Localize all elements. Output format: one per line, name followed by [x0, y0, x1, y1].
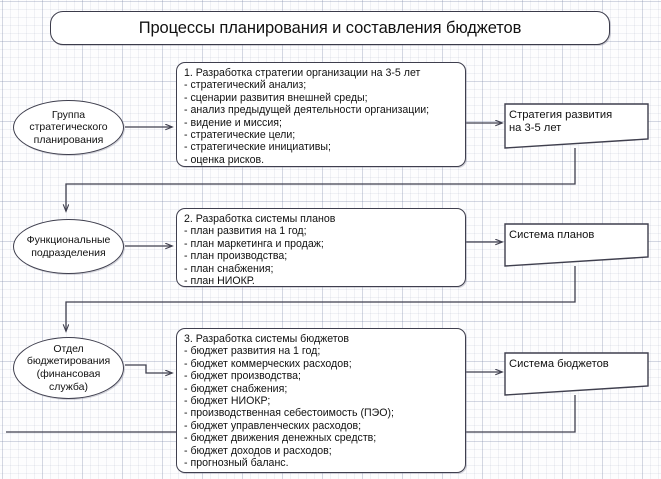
actor-functional-units[interactable]: Функциональные подразделения [13, 219, 124, 274]
process-line: - бюджет снабжения; [184, 382, 288, 395]
process-line: - прогнозный баланс. [184, 457, 289, 470]
process-line: - оценка рисков. [184, 153, 265, 166]
actor-label-line: Группа [51, 108, 86, 121]
output-doc-budgets-system[interactable]: Система бюджетов [504, 352, 649, 396]
process-line: 2. Разработка системы планов [184, 213, 336, 225]
process-line: - план развития на 1 год; [184, 225, 307, 238]
process-line: - план производства; [184, 250, 288, 263]
output-doc-line: Система планов [509, 229, 595, 241]
actor-label: Функциональные подразделения [21, 234, 117, 259]
output-doc-line: на 3-5 лет [509, 122, 562, 134]
process-line: 3. Разработка системы бюджетов [184, 333, 350, 345]
actor-label-line: планирования [33, 133, 104, 146]
process-line: - бюджет доходов и расходов; [184, 444, 332, 457]
actor-budgeting-department[interactable]: Отдел бюджетирования (финансовая служба) [13, 337, 124, 399]
actor-label-line: Функциональные [26, 233, 111, 246]
arrow-actor3-to-process3 [125, 364, 172, 373]
doc-shape [504, 103, 649, 149]
process-line: - бюджет движения денежных средств; [184, 432, 377, 445]
output-doc-label: Система планов [509, 229, 594, 242]
process-line: - сценарии развития внешней среды; [184, 91, 368, 104]
process-line: - стратегический анализ; [184, 79, 307, 92]
actor-strategic-planning-group[interactable]: Группа стратегического планирования [13, 100, 124, 155]
process-line: - бюджет НИОКР; [184, 395, 271, 408]
actor-label: Отдел бюджетирования (финансовая служба) [21, 343, 116, 393]
process-line: - бюджет производства; [184, 370, 301, 383]
process-box-1[interactable]: 1. Разработка стратегии организации на 3… [176, 62, 466, 167]
process-line: - стратегические инициативы; [184, 141, 331, 154]
actor-label-line: Отдел [53, 342, 84, 355]
process-line: - план маркетинга и продаж; [184, 237, 324, 250]
process-line: - бюджет управленческих расходов; [184, 419, 362, 432]
actor-label-line: стратегического [29, 121, 108, 134]
diagram-title-banner: Процессы планирования и составления бюдж… [50, 11, 610, 45]
output-doc-label: Система бюджетов [509, 358, 609, 371]
actor-label: Группа стратегического планирования [23, 109, 113, 147]
actor-label-line: служба) [49, 380, 88, 393]
actor-label-line: (финансовая [36, 368, 101, 380]
process-line: - план снабжения; [184, 262, 274, 275]
actor-label-line: бюджетирования [26, 355, 111, 368]
doc-shape [504, 223, 649, 267]
process-line: - производственная себестоимость (ПЭО); [184, 407, 394, 420]
process-line: - стратегические цели; [184, 129, 296, 142]
process-line: - видение и миссия; [184, 116, 282, 129]
process-line: - бюджет коммерческих расходов; [184, 357, 352, 370]
actor-label-line: подразделения [31, 246, 106, 259]
output-doc-plans-system[interactable]: Система планов [504, 223, 649, 267]
output-doc-strategy[interactable]: Стратегия развития на 3-5 лет [504, 103, 649, 149]
process-line: - план НИОКР. [184, 275, 255, 288]
process-line: - анализ предыдущей деятельности организ… [184, 104, 430, 117]
page-title: Процессы планирования и составления бюдж… [138, 18, 522, 37]
doc-shape [504, 352, 649, 396]
process-line: - бюджет развития на 1 год; [184, 345, 321, 358]
output-doc-line: Система бюджетов [509, 358, 609, 370]
output-doc-line: Стратегия развития [509, 109, 613, 121]
process-box-2[interactable]: 2. Разработка системы планов - план разв… [176, 208, 466, 287]
output-doc-label: Стратегия развития на 3-5 лет [509, 109, 612, 135]
process-box-3[interactable]: 3. Разработка системы бюджетов - бюджет … [176, 328, 466, 473]
process-line: 1. Разработка стратегии организации на 3… [184, 67, 421, 79]
